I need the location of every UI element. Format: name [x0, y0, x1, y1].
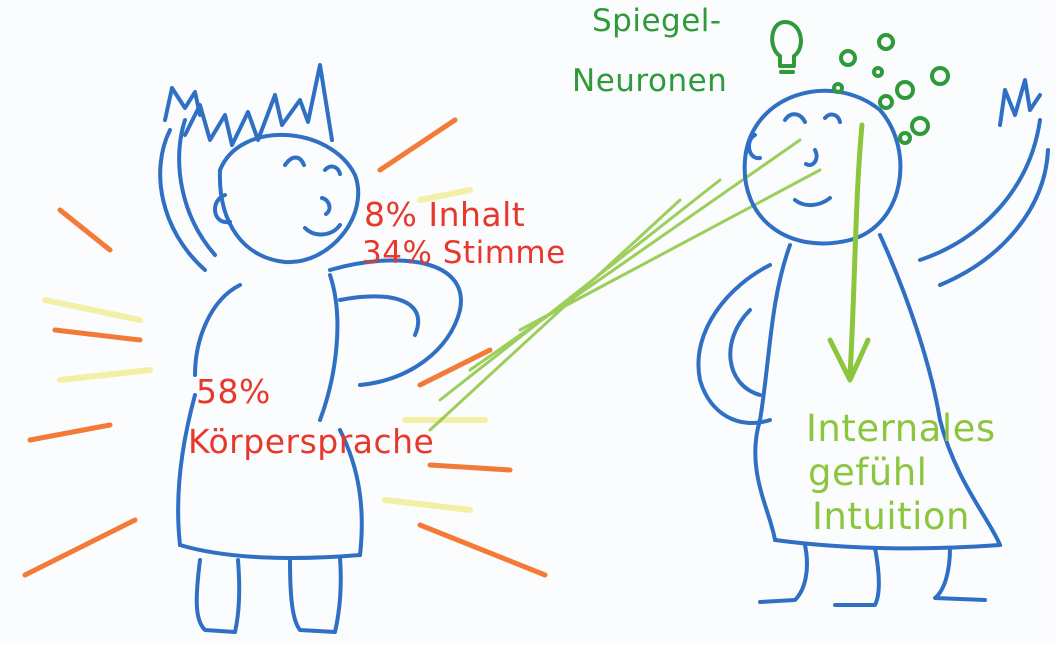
internales-label: Internales: [806, 410, 996, 447]
spiegel-label: Spiegel-: [592, 6, 722, 37]
speaker-figure: [160, 65, 461, 632]
arrow-down-icon: [830, 125, 868, 380]
koerper-percent-label: 58%: [196, 375, 271, 408]
koerpersprache-label: Körpersprache: [188, 425, 434, 458]
inhalt-label: 8% Inhalt: [364, 198, 525, 231]
gefuehl-label: gefühl: [808, 454, 927, 491]
lightbulb-icon: [772, 22, 801, 72]
mirror-beams: [430, 140, 820, 430]
stimme-label: 34% Stimme: [362, 238, 566, 269]
neuronen-label: Neuronen: [572, 66, 727, 97]
intuition-label: Intuition: [812, 498, 970, 535]
